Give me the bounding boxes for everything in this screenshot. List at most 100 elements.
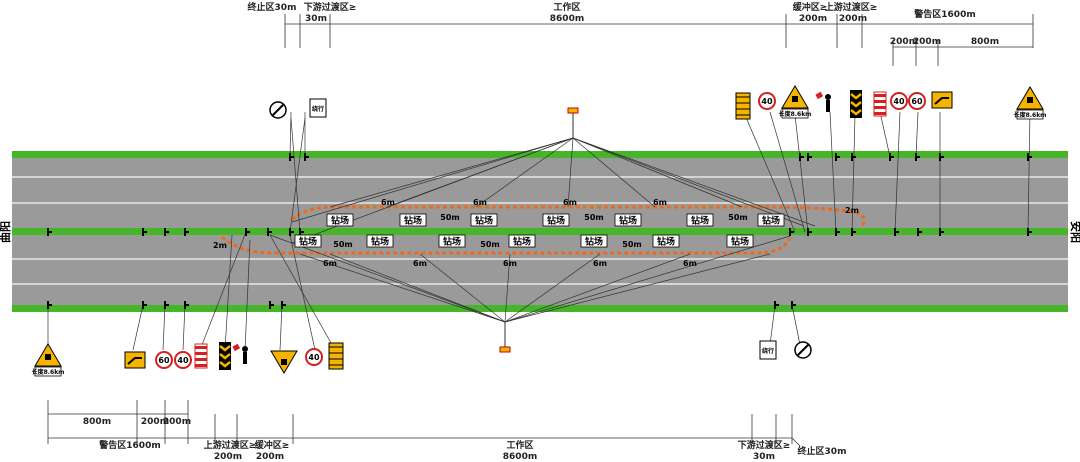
leader-line: [769, 111, 806, 233]
sign-post: [774, 301, 779, 309]
dim-top-work: 工作区: [553, 1, 580, 13]
leader-line: [199, 231, 247, 351]
chevron-stripe: [219, 353, 231, 360]
central-median: [12, 228, 1068, 235]
rig-label: 钻场: [585, 236, 603, 248]
sign-post: [915, 153, 920, 161]
flagger-sign: [232, 343, 248, 364]
flagger-body: [826, 100, 830, 112]
cone-line-lower: [220, 235, 792, 255]
post-arm: [852, 156, 856, 158]
merge-arrow: [934, 97, 949, 105]
spacing-50m-upper: 50m: [584, 213, 603, 222]
flagger-head: [825, 94, 831, 100]
plate-board: [309, 98, 327, 118]
chevron-stripe: [850, 109, 862, 116]
speed-ring: [174, 351, 192, 369]
speed-value: 40: [893, 97, 905, 106]
dim-top-termination: 终止区30m: [247, 1, 297, 13]
dim-top-upstream-len: 200m: [839, 14, 867, 24]
post-arm: [305, 156, 309, 158]
lane-merge-sign: [931, 91, 953, 109]
post-arm: [270, 304, 274, 306]
dim-top-buffer: 缓冲区≥: [793, 1, 828, 13]
detour-sign-bottom: 绕行: [759, 340, 777, 360]
rig-box: [652, 234, 680, 248]
chevron-stripe: [850, 93, 862, 100]
road-lower-carriageway: [12, 235, 1068, 312]
dim-bottom-warning: 警告区1600m: [99, 439, 160, 451]
fan-line-bottom: [299, 253, 506, 323]
cone-line-upper: [290, 205, 866, 228]
sign-post: [142, 228, 147, 236]
drilling-rig: 钻场: [580, 234, 608, 248]
spacing-6m-upper: 6m: [381, 198, 395, 207]
barrier-board: [194, 343, 208, 369]
dim-bottom-work: 工作区: [506, 439, 533, 451]
length-plate: [781, 108, 809, 119]
sign-post: [299, 228, 304, 236]
worker-icon: [792, 96, 798, 102]
road-work-warning-sign: [34, 343, 62, 367]
rig-label: 钻场: [762, 215, 780, 227]
sign-post: [289, 228, 294, 236]
flagger-flag: [232, 343, 241, 352]
post-arm: [800, 156, 804, 158]
plate-board: [759, 340, 777, 360]
spacing-6m-lower: 6m: [413, 259, 427, 268]
road-work-warning-sign: [781, 85, 809, 109]
chevron-stripe: [850, 101, 862, 108]
rig-box: [757, 213, 785, 227]
rig-label: 钻场: [443, 236, 461, 248]
speed-ring: [908, 92, 926, 110]
worker-icon: [45, 354, 51, 360]
dim-top-upstream: 上游过渡区≥: [825, 1, 878, 13]
dim-termination-leader: [791, 437, 801, 447]
end-slash: [271, 103, 285, 117]
barrier-sign: [873, 91, 887, 117]
spacing-2m-lower: 2m: [213, 241, 227, 250]
merge-arrow: [127, 357, 142, 365]
post-arm: [268, 231, 272, 233]
sign-post: [47, 301, 52, 309]
work-length-sign: 长度8.6km: [779, 108, 812, 119]
sign-post: [789, 228, 794, 236]
flagger-flag: [815, 91, 824, 100]
spacing-50m-upper: 50m: [728, 213, 747, 222]
chevron-sign: [219, 342, 231, 370]
sign-post: [184, 228, 189, 236]
chevron-stripe: [219, 361, 231, 368]
drilling-rig: 钻场: [326, 213, 354, 227]
sign-post: [164, 301, 169, 309]
light-tower-top: [567, 107, 579, 138]
dim-bottom-downstream-len: 30m: [753, 452, 775, 462]
leader-line: [791, 304, 801, 346]
post-arm: [918, 231, 922, 233]
dim-bottom-seg3: 800m: [83, 417, 111, 427]
spacing-6m-upper: 6m: [563, 198, 577, 207]
leader-line: [224, 234, 233, 351]
chevron-sign: [850, 90, 862, 118]
fan-line-top: [567, 137, 574, 208]
direction-right-label: 安阳: [1069, 221, 1080, 243]
rig-box: [686, 213, 714, 227]
dim-bottom-work-len: 8600m: [503, 452, 537, 462]
flagger-sign: [815, 91, 831, 112]
speed-limit-sign: 40: [758, 92, 776, 110]
spacing-6m-lower: 6m: [593, 259, 607, 268]
barrier-stripe: [195, 352, 207, 355]
leader-line: [132, 304, 144, 351]
leader-line: [182, 304, 186, 351]
drilling-rig: 钻场: [470, 213, 498, 227]
dim-bottom-downstream: 下游过渡区≥: [738, 439, 791, 451]
drilling-rig: 钻场: [438, 234, 466, 248]
drilling-rig: 钻场: [542, 213, 570, 227]
spacing-50m-lower: 50m: [333, 240, 352, 249]
post-arm: [790, 231, 794, 233]
lighting-lines-bottom: [269, 234, 791, 323]
dim-top-seg3: 800m: [971, 37, 999, 47]
length-text: 长度8.6km: [779, 110, 812, 118]
leader-line: [769, 304, 776, 346]
bottom-dimension-line: [47, 400, 801, 447]
